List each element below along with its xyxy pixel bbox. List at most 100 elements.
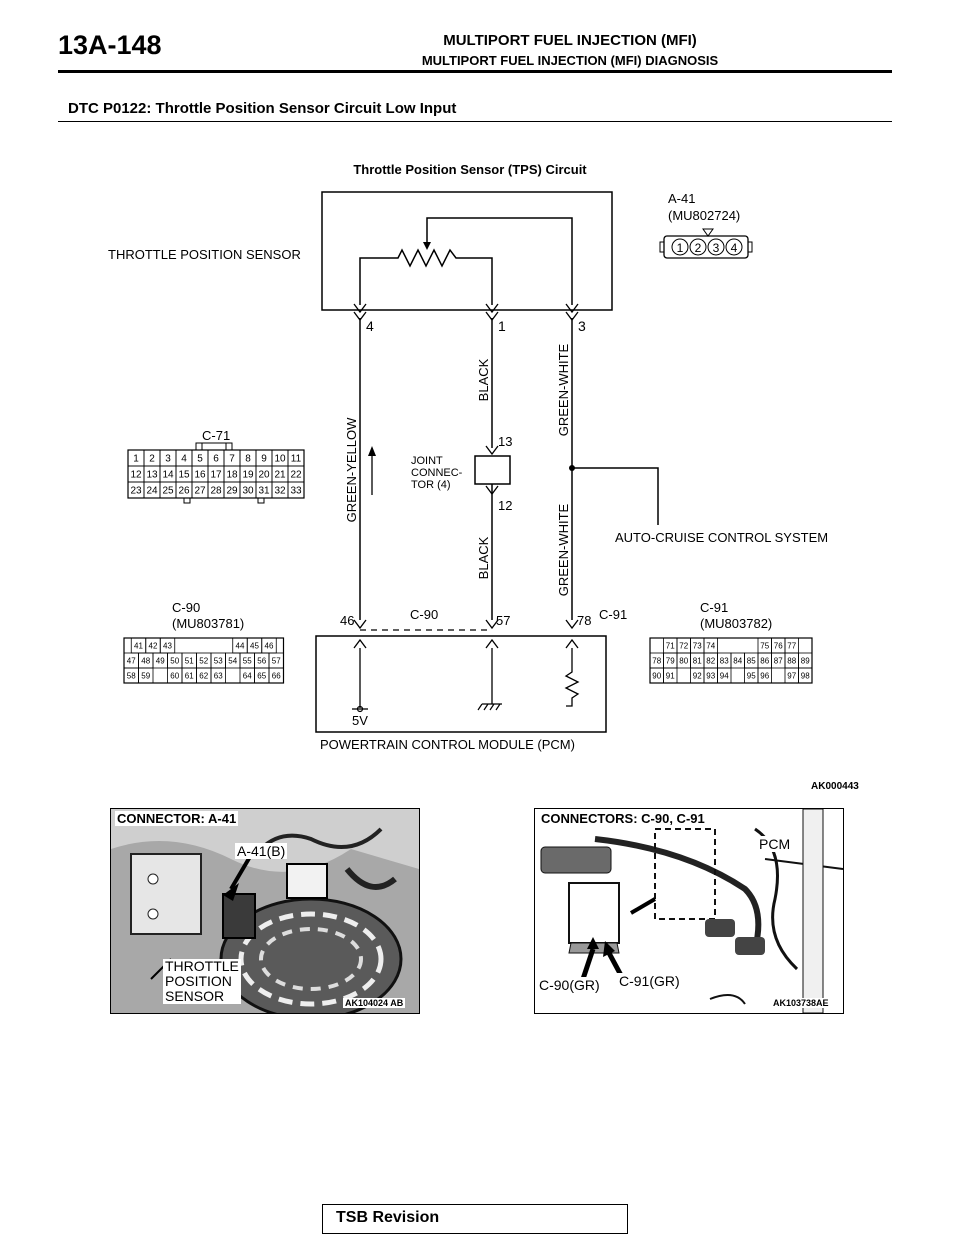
c90-grid-cell [175, 638, 190, 653]
c91-grid-pin-label: 80 [679, 656, 688, 665]
c71-grid-pin-label: 1 [133, 454, 139, 465]
c91-grid-pin-label: 84 [733, 656, 742, 665]
c91-grid-pin-label: 96 [760, 671, 769, 680]
c90-grid-pin-label: 59 [141, 671, 150, 680]
c91-grid-pin-label: 95 [747, 671, 756, 680]
c71-grid-pin-label: 3 [165, 454, 171, 465]
photo-left-code-suffix: AB [390, 998, 404, 1008]
a41-tab-left [659, 241, 665, 253]
c90-grid-pin-label: 47 [127, 656, 136, 665]
c71-grid-pin-label: 19 [242, 470, 254, 481]
c91-grid-cell [798, 667, 813, 684]
c90-grid-pin-label: 55 [243, 656, 252, 665]
c71-grid-pin-label: 31 [258, 486, 270, 497]
c90-grid-cell [189, 638, 204, 653]
joint-chevron-top [485, 445, 499, 456]
c71-grid-pin-label: 24 [146, 486, 158, 497]
a41-pin-4 [725, 238, 743, 256]
c91-grid-pin-label: 81 [693, 656, 702, 665]
c90-grid-cell [210, 667, 226, 684]
photo-left-code: AK104024 AB [343, 998, 406, 1008]
page-number: 13A-148 [58, 30, 162, 60]
c90-grid-pin-label: 48 [141, 656, 150, 665]
c71-grid-pin-label: 13 [146, 470, 158, 481]
c71-grid-pin-label: 15 [178, 470, 190, 481]
c71-tab [257, 497, 265, 504]
c91-grid-pin-label: 86 [760, 656, 769, 665]
c90-grid-pin-label: 52 [199, 656, 208, 665]
pcm-signal-resistor [564, 648, 580, 707]
c71-grid-cell [287, 481, 305, 499]
figure-code: AK000443 [811, 781, 859, 792]
c71-grid-pin-label: 16 [194, 470, 206, 481]
c90-grid-pin-label: 41 [134, 641, 143, 650]
a41-pin-text-4: 4 [731, 241, 738, 255]
pin-label-4: 4 [366, 318, 374, 334]
wire-auto-cruise [572, 467, 659, 525]
joint-label-line2: CONNEC- [411, 467, 463, 479]
c90-grid-pin-label: 49 [156, 656, 165, 665]
joint-pin-13: 13 [498, 434, 512, 449]
c91-grid-pin-label: 85 [747, 656, 756, 665]
c90-grid-pin-label: 45 [250, 641, 259, 650]
c91-grid-cell [731, 638, 745, 653]
c71-grid-pin-label: 22 [290, 470, 302, 481]
pcm-label: POWERTRAIN CONTROL MODULE (PCM) [320, 737, 575, 752]
c90-grid-pin-label: 57 [272, 656, 281, 665]
photo-left-part-line3: SENSOR [165, 988, 225, 1004]
photo-connector-a41: CONNECTOR: A-41 A-41(B) THROTTLE POSITIO… [110, 808, 420, 1014]
joint-label-line1: JOINT [411, 455, 443, 467]
c71-grid-pin-label: 30 [242, 486, 254, 497]
c71-key-left [195, 442, 203, 451]
photo-left-part-line1: THROTTLE [165, 958, 239, 974]
dtc-rule [58, 121, 892, 122]
wire-label-green-white-lower: GREEN-WHITE [556, 503, 571, 596]
pcm-c91-label: C-91 [599, 607, 627, 622]
c90-grid-pin-label: 51 [185, 656, 194, 665]
c71-grid-pin-label: 4 [181, 454, 187, 465]
c71-label: C-71 [202, 428, 230, 443]
pcm-inner-chevron-57 [485, 638, 499, 649]
c90-label: C-90 [172, 600, 200, 615]
tsb-revision-box [322, 1204, 628, 1234]
pcm-box [315, 635, 607, 733]
c90-grid-pin-label: 44 [236, 641, 245, 650]
c91-grid-pin-label: 90 [652, 671, 661, 680]
a41-pin-2 [689, 238, 707, 256]
c71-grid-pin-label: 28 [210, 486, 222, 497]
c71-grid-pin-label: 25 [162, 486, 174, 497]
photo-right-pcm-label: PCM [757, 836, 793, 852]
c91-grid-cell [717, 667, 732, 684]
c91-part: (MU803782) [700, 616, 772, 631]
c71-grid-pin-label: 33 [290, 486, 302, 497]
pcm-pin-46: 46 [340, 613, 354, 628]
c91-grid-cell [772, 668, 786, 683]
c90-grid-pin-label: 60 [170, 671, 179, 680]
c91-grid-cell [718, 638, 732, 653]
c91-grid-pin-label: 71 [666, 641, 675, 650]
c91-grid-pin-label: 89 [801, 656, 810, 665]
c90-grid-pin-label: 61 [185, 671, 194, 680]
c90-grid-pin-label: 58 [127, 671, 136, 680]
c71-grid-pin-label: 18 [226, 470, 238, 481]
c71-grid-pin-label: 6 [213, 454, 219, 465]
c71-key-right [225, 442, 233, 451]
photo-right-code: AK103738AE [771, 998, 831, 1008]
c90-grid-pin-label: 46 [265, 641, 274, 650]
c90-grid-pin-label: 64 [243, 671, 252, 680]
pin-chevron-4 [353, 303, 367, 322]
header-rule [58, 70, 892, 73]
c91-grid-pin-label: 91 [666, 671, 675, 680]
diagram-title: Throttle Position Sensor (TPS) Circuit [353, 162, 587, 177]
c71-grid-pin-label: 27 [194, 486, 206, 497]
c91-grid-pin-label: 78 [652, 656, 661, 665]
ground-icon [477, 703, 502, 711]
c90-grid-pin-label: 50 [170, 656, 179, 665]
wiring-diagram: Throttle Position Sensor (TPS) Circuit T… [108, 162, 859, 792]
current-arrow-head [368, 446, 376, 456]
pcm-inner-chevron-78 [565, 638, 579, 649]
dtc-title: DTC P0122: Throttle Position Sensor Circ… [68, 100, 457, 117]
